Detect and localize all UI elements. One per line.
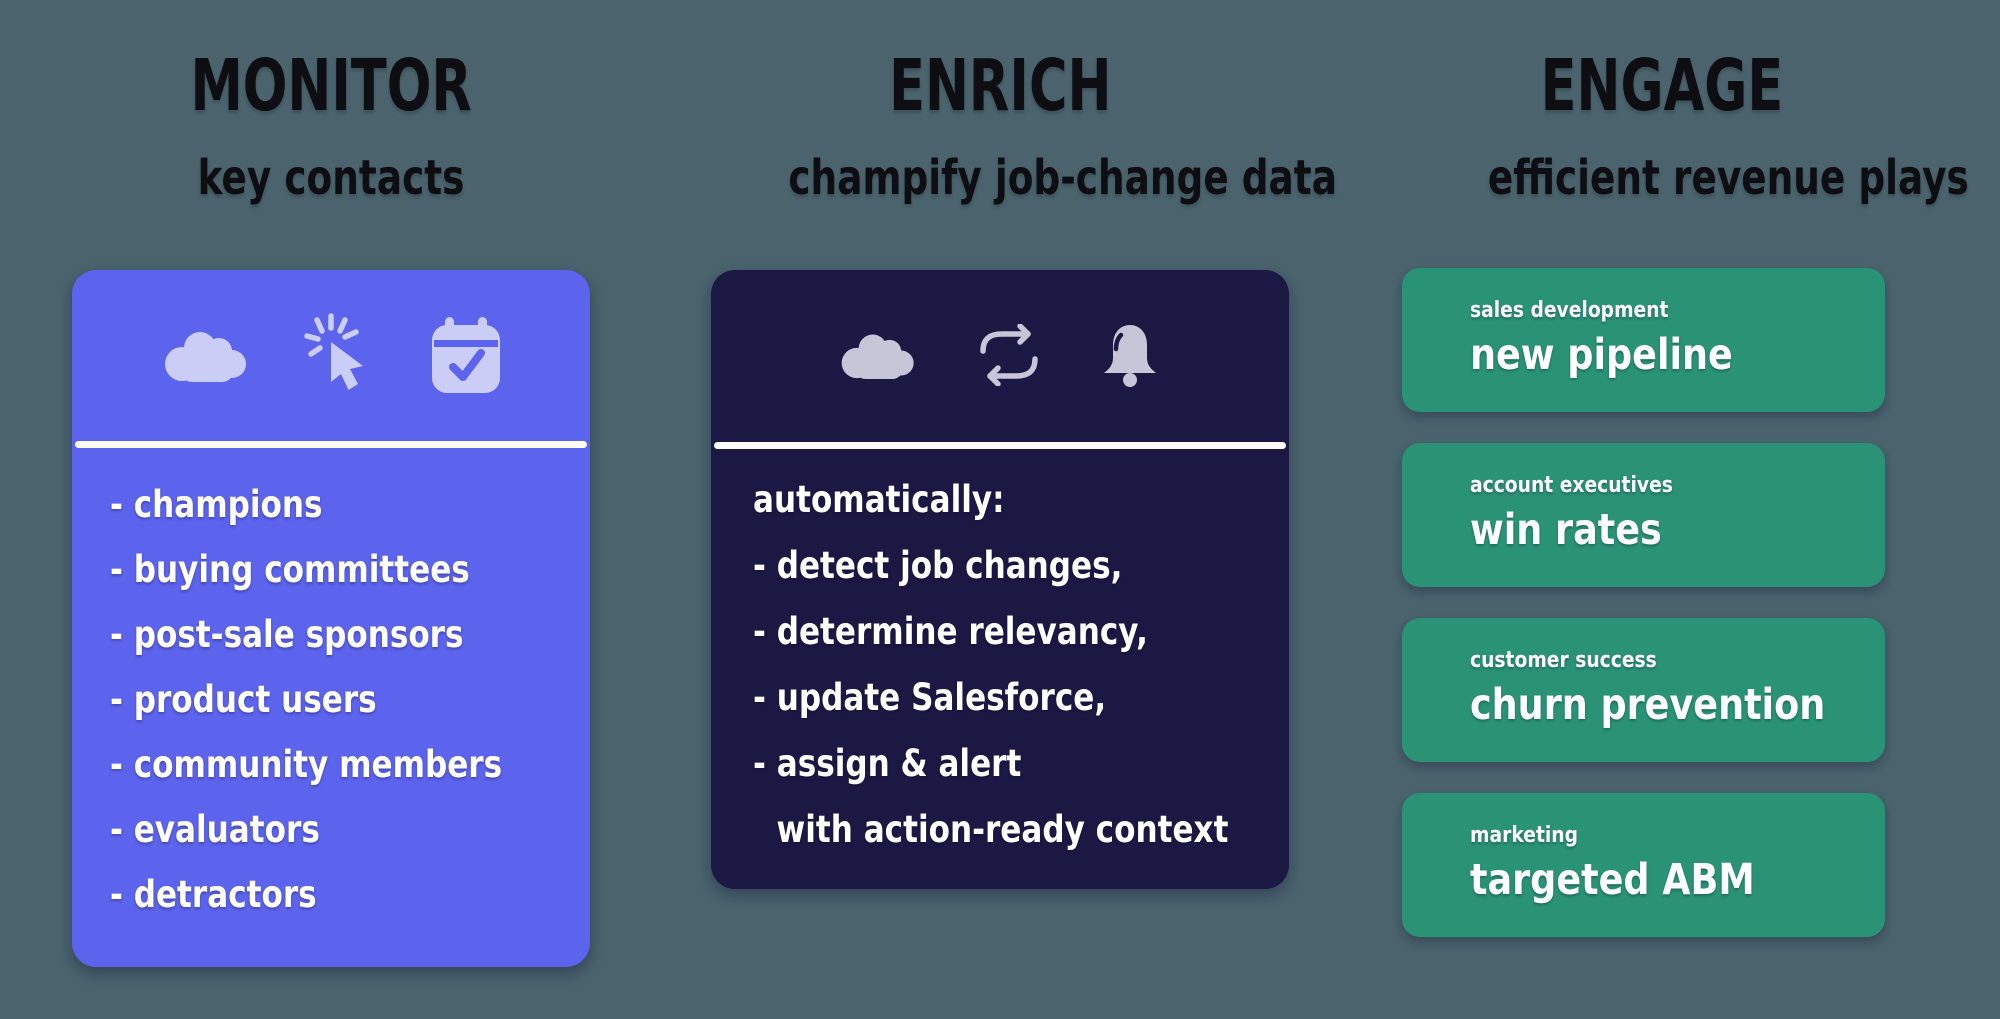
- monitor-header: MONITOR key contacts: [72, 0, 590, 230]
- list-item: - post-sale sponsors: [110, 613, 464, 656]
- list-item: - detractors: [110, 873, 317, 916]
- play-outcome-label: churn prevention: [1470, 680, 1826, 730]
- list-item: - product users: [110, 678, 377, 721]
- enrich-icon-row: [711, 312, 1289, 398]
- enrich-divider: [714, 442, 1286, 449]
- monitor-divider: [75, 441, 587, 448]
- play-card-sales-development: sales development new pipeline: [1402, 268, 1885, 412]
- monitor-contact-list: - champions - buying committees - post-s…: [110, 472, 502, 927]
- list-item: - assign & alert: [753, 742, 1022, 785]
- play-outcome-label: targeted ABM: [1470, 855, 1755, 905]
- monitor-card: - champions - buying committees - post-s…: [72, 270, 590, 967]
- play-card-marketing: marketing targeted ABM: [1402, 793, 1885, 937]
- list-item: - evaluators: [110, 808, 320, 851]
- play-team-label: sales development: [1470, 298, 1669, 323]
- monitor-icon-row: [72, 312, 590, 398]
- play-outcome-label: new pipeline: [1470, 330, 1733, 380]
- engage-subtitle: efficient revenue plays: [1487, 150, 1969, 206]
- list-item: - detect job changes,: [753, 544, 1123, 587]
- steps-intro: automatically:: [753, 478, 1005, 521]
- play-team-label: account executives: [1470, 473, 1673, 498]
- enrich-header: ENRICH champify job-change data: [711, 0, 1337, 230]
- sync-arrows-icon: [980, 324, 1038, 386]
- steps-footer: with action-ready context: [776, 808, 1229, 851]
- enrich-card: automatically: - detect job changes, - d…: [711, 270, 1289, 889]
- list-item: - determine relevancy,: [753, 610, 1148, 653]
- calendar-check-icon: [432, 317, 500, 393]
- play-card-account-executives: account executives win rates: [1402, 443, 1885, 587]
- engage-header: ENGAGE efficient revenue plays: [1420, 0, 1969, 230]
- notification-bell-icon: [1104, 325, 1156, 387]
- enrich-steps: automatically: - detect job changes, - d…: [753, 467, 1228, 863]
- play-team-label: customer success: [1470, 648, 1657, 673]
- monitor-subtitle: key contacts: [197, 150, 465, 206]
- salesforce-cloud-icon: [165, 332, 246, 382]
- list-item: - update Salesforce,: [753, 676, 1107, 719]
- engage-title: ENGAGE: [1540, 44, 1783, 127]
- enrich-title: ENRICH: [888, 44, 1112, 127]
- play-outcome-label: win rates: [1470, 505, 1662, 555]
- list-item: - community members: [110, 743, 503, 786]
- play-team-label: marketing: [1470, 823, 1579, 848]
- play-card-customer-success: customer success churn prevention: [1402, 618, 1885, 762]
- list-item: - buying committees: [110, 548, 470, 591]
- monitor-title: MONITOR: [190, 44, 472, 127]
- click-cursor-icon: [304, 313, 363, 390]
- list-item: - champions: [110, 483, 323, 526]
- enrich-subtitle: champify job-change data: [788, 150, 1337, 206]
- salesforce-cloud-icon: [841, 334, 914, 379]
